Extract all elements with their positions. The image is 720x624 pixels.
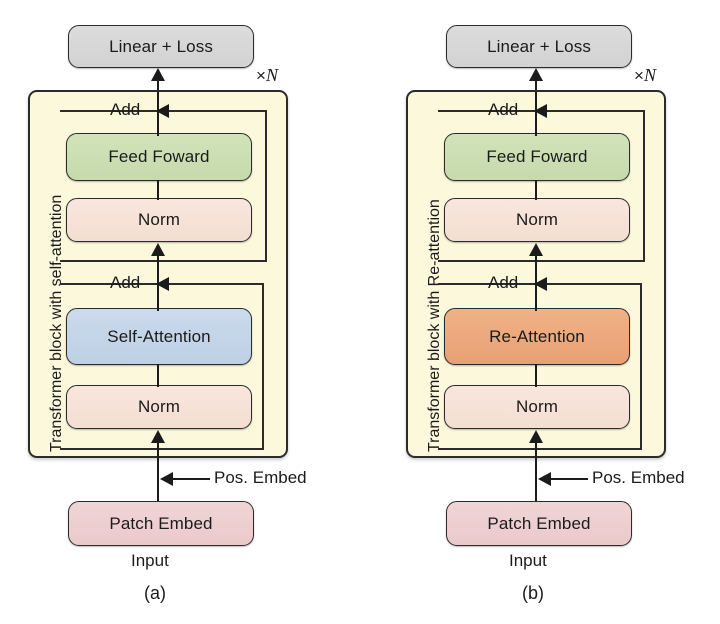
feed-forward-label-b: Feed Foward [486, 147, 588, 166]
edge-norm-to-ff-a [157, 180, 160, 200]
patch-embed-box-a[interactable]: Patch Embed [68, 501, 254, 546]
edge-input-to-norm-bottom-b [535, 443, 538, 503]
norm-bottom-label-b: Norm [516, 397, 558, 416]
feed-forward-label-a: Feed Foward [108, 147, 210, 166]
arrowhead-to-norm-bottom-b [529, 430, 543, 443]
arrowhead-to-norm-top-a [151, 243, 165, 256]
edge-add-bottom-to-norm-top-a [157, 255, 160, 273]
self-attention-label-a: Self-Attention [107, 326, 211, 346]
edge-add-top-out-b [535, 92, 538, 112]
add-bottom-label-b: Add [488, 273, 519, 292]
re-attention-box-b[interactable]: Re-Attention [444, 308, 630, 365]
linear-loss-box-a[interactable]: Linear + Loss [68, 25, 254, 68]
norm-bottom-box-b[interactable]: Norm [444, 385, 630, 429]
repeat-count-label-a: ×N [256, 65, 278, 85]
caption-b: (b) [522, 583, 544, 603]
arrowhead-to-head-a [151, 68, 165, 81]
edge-add-top-out-a [157, 92, 160, 112]
edge-add-bottom-out-a [157, 265, 160, 285]
caption-a: (a) [144, 583, 166, 603]
norm-top-label-b: Norm [516, 210, 558, 229]
linear-loss-label-a: Linear + Loss [109, 36, 213, 56]
edge-block-to-head-b [535, 70, 538, 92]
linear-loss-box-b[interactable]: Linear + Loss [446, 25, 632, 68]
feed-forward-box-b[interactable]: Feed Foward [444, 133, 630, 181]
edge-pos-embed-a [168, 478, 210, 481]
edge-add-bottom-out-b [535, 265, 538, 285]
pos-embed-label-b: Pos. Embed [592, 468, 685, 487]
add-top-label-a: Add [110, 100, 141, 119]
patch-embed-label-a: Patch Embed [109, 513, 213, 533]
pos-embed-label-a: Pos. Embed [214, 468, 307, 487]
re-attention-label-b: Re-Attention [489, 326, 585, 346]
edge-norm-bottom-to-attn-a [157, 364, 160, 387]
patch-embed-label-b: Patch Embed [487, 513, 591, 533]
linear-loss-label-b: Linear + Loss [487, 36, 591, 56]
add-top-label-b: Add [488, 100, 519, 119]
edge-block-to-head-a [157, 70, 160, 92]
arrowhead-pos-embed-a [160, 472, 173, 486]
edge-attn-to-add-a [157, 283, 160, 311]
arrowhead-to-norm-bottom-a [151, 430, 165, 443]
input-label-a: Input [131, 551, 169, 570]
self-attention-box-a[interactable]: Self-Attention [66, 308, 252, 365]
norm-top-box-a[interactable]: Norm [66, 198, 252, 242]
patch-embed-box-b[interactable]: Patch Embed [446, 501, 632, 546]
add-bottom-label-a: Add [110, 273, 141, 292]
feed-forward-box-a[interactable]: Feed Foward [66, 133, 252, 181]
edge-input-to-norm-bottom-a [157, 443, 160, 503]
arrowhead-pos-embed-b [538, 472, 551, 486]
edge-pos-embed-b [546, 478, 588, 481]
input-label-b: Input [509, 551, 547, 570]
edge-norm-to-ff-b [535, 180, 538, 200]
norm-top-label-a: Norm [138, 210, 180, 229]
repeat-count-label-b: ×N [634, 65, 656, 85]
arrowhead-to-norm-top-b [529, 243, 543, 256]
edge-norm-bottom-to-attn-b [535, 364, 538, 387]
arrowhead-to-head-b [529, 68, 543, 81]
norm-bottom-label-a: Norm [138, 397, 180, 416]
norm-bottom-box-a[interactable]: Norm [66, 385, 252, 429]
edge-attn-to-add-b [535, 283, 538, 311]
edge-add-bottom-to-norm-top-b [535, 255, 538, 273]
edge-ff-to-add-b [535, 110, 538, 136]
edge-ff-to-add-a [157, 110, 160, 136]
norm-top-box-b[interactable]: Norm [444, 198, 630, 242]
